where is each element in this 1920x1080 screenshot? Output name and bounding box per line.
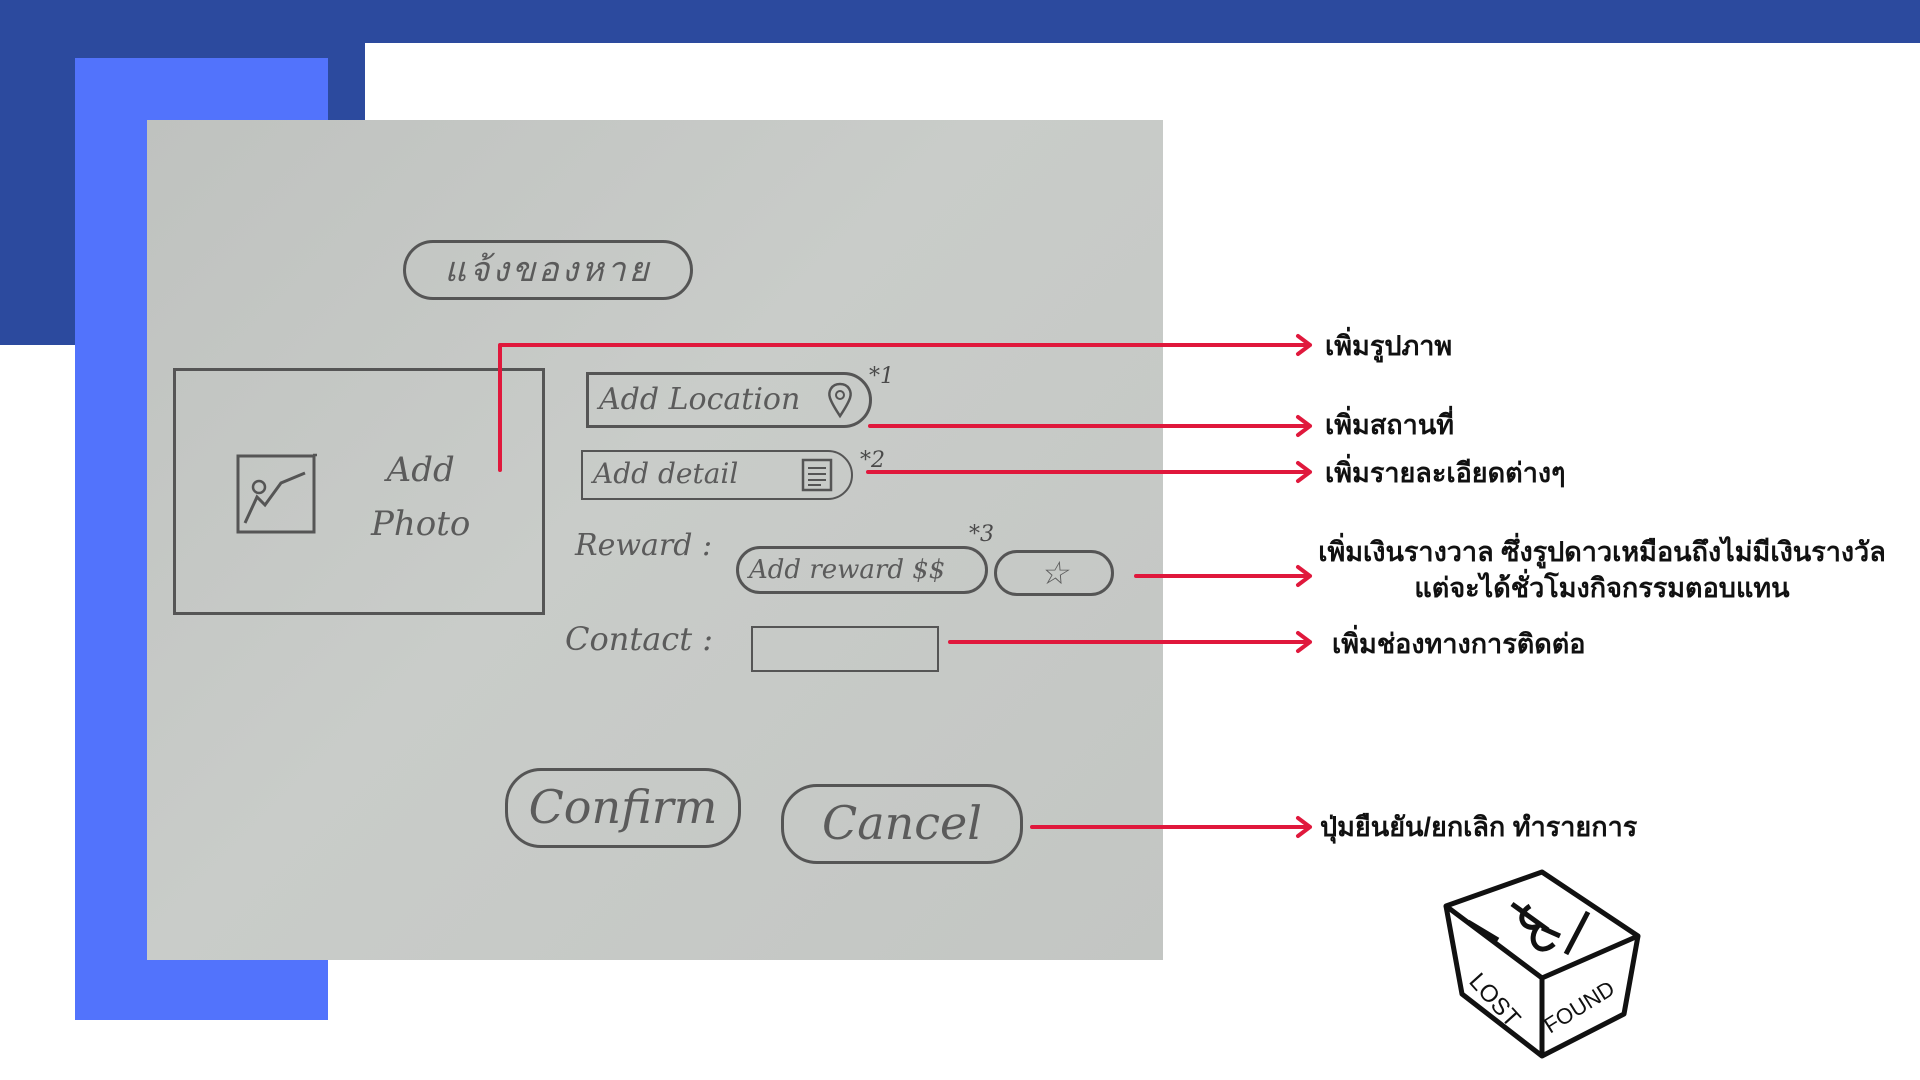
detail-footnote-mark: *2: [860, 448, 885, 473]
location-pin-icon: [828, 382, 852, 419]
annotation-photo: เพิ่มรูปภาพ: [1325, 331, 1453, 361]
svg-text:FOUND: FOUND: [1539, 976, 1619, 1039]
document-icon: [801, 458, 833, 492]
annotation-reward: เพิ่มเงินรางวาล ซึ่งรูปดาวเหมือนถึงไม่มี…: [1318, 537, 1886, 603]
paper-sketch: แจ้งของหาย Add Photo Add Location *1 Add…: [147, 120, 1163, 960]
annotation-buttons: ปุ่มยืนยัน/ยกเลิก ทำรายการ: [1320, 812, 1638, 842]
image-icon: [236, 453, 317, 534]
reward-footnote-mark: *3: [969, 522, 994, 547]
annotation-contact: เพิ่มช่องทางการติดต่อ: [1332, 629, 1586, 659]
add-photo-box[interactable]: Add Photo: [173, 368, 545, 615]
star-icon: ☆: [1039, 554, 1069, 592]
lost-and-found-logo: LOST FOUND: [1443, 869, 1641, 1059]
contact-label: Contact :: [565, 620, 714, 658]
add-detail-field[interactable]: Add detail: [581, 450, 853, 500]
contact-input[interactable]: [751, 626, 939, 672]
add-photo-label: Add Photo: [371, 450, 471, 544]
add-location-field[interactable]: Add Location: [586, 372, 872, 428]
sketch-title: แจ้งของหาย: [403, 240, 693, 300]
location-footnote-mark: *1: [869, 364, 894, 389]
cancel-button[interactable]: Cancel: [781, 784, 1023, 864]
star-reward-button[interactable]: ☆: [994, 550, 1114, 596]
reward-label: Reward :: [575, 528, 713, 563]
add-detail-label: Add detail: [593, 457, 739, 490]
annotation-detail: เพิ่มรายละเอียดต่างๆ: [1325, 458, 1566, 488]
add-reward-field[interactable]: Add reward $$: [736, 546, 988, 594]
add-location-label: Add Location: [599, 382, 801, 417]
annotation-location: เพิ่มสถานที่: [1325, 410, 1455, 440]
confirm-button[interactable]: Confirm: [505, 768, 741, 848]
